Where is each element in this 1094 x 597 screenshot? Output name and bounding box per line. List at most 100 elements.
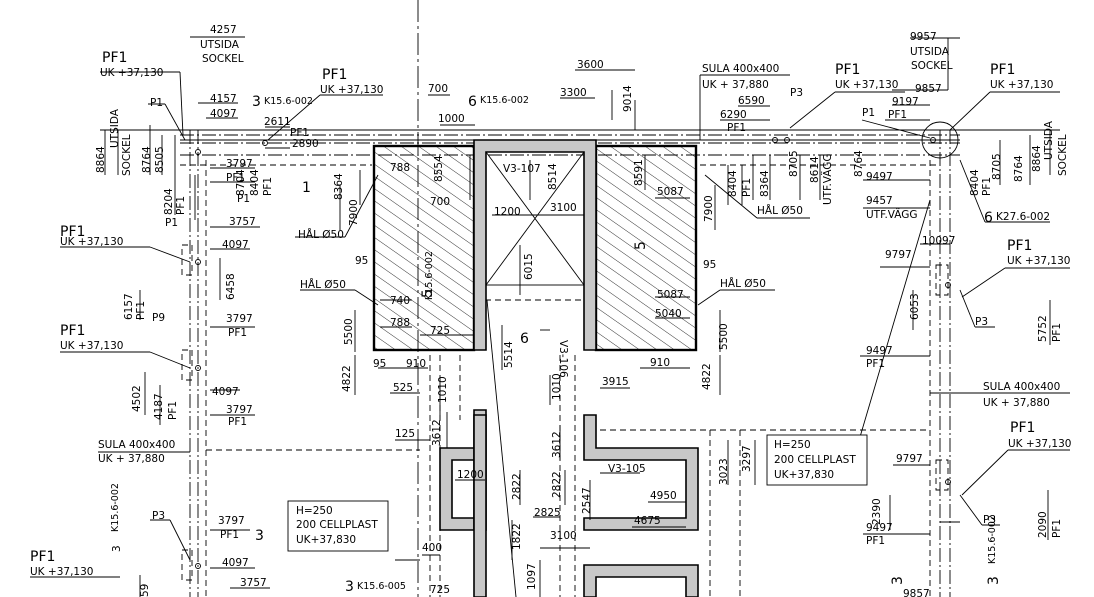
label-pf1-6: PF1 [228,327,247,339]
dim-6157: 6157 [123,293,135,320]
dim-5087: 5087 [657,186,684,198]
dim-8514: 8514 [547,163,559,190]
dim-4822-2: 4822 [701,363,713,390]
label-pf1-11: PF1 [727,122,746,134]
label-utsida: UTSIDA [200,39,240,51]
dim-4502: 4502 [131,385,143,412]
dim-725: 725 [430,325,450,337]
dim-125: 125 [395,428,415,440]
dim-3612-2: 3612 [551,431,563,458]
dim-8404-3: 8404 [969,169,981,196]
dim-700-top: 700 [428,83,448,95]
dim-8554: 8554 [433,155,445,182]
dim-8764-2: 8764 [853,150,865,177]
label-utsida-v: UTSIDA [109,108,121,148]
label-uk-37880: UK + 37,880 [98,453,165,465]
ref-k156-002-r: K15.6-002 [987,515,998,564]
structure [372,139,699,597]
label-v3-107: V3-107 [503,163,541,175]
label-uk-37130-9: UK +37,130 [1008,438,1071,450]
label-pf1-4: PF1 [226,172,245,184]
box-height-text-2: H=250 [774,439,811,451]
dim-6458: 6458 [225,273,237,300]
dim-59: 59 [139,584,151,597]
dim-95: 95 [355,255,368,267]
dim-700: 700 [430,196,450,208]
annotation-box-left: H=250 200 CELLPLAST UK+37,830 [287,500,389,552]
dim-1010: 1010 [437,376,449,403]
dim-1097: 1097 [526,563,538,590]
dim-9857: 9857 [915,83,942,95]
label-pf1-16: PF1 [866,358,885,370]
label-utsida-2: UTSIDA [910,46,950,58]
dim-8764: 8764 [141,146,153,173]
section-ref-3c: 3 [345,579,354,595]
dim-4257: 4257 [210,24,237,36]
dim-8705: 8705 [788,150,800,177]
label-pf1-v7: PF1 [1051,323,1063,342]
label-p3-2: P3 [790,87,803,99]
box-level-text: UK+37,830 [296,534,356,546]
dim-9197: 9197 [892,96,919,108]
dim-4097-3: 4097 [212,386,239,398]
dim-3797-3: 3797 [226,404,253,416]
label-pf1-13: PF1 [888,109,907,121]
dim-3100: 3100 [550,202,577,214]
dim-3297: 3297 [741,445,753,472]
dim-910-2: 910 [650,357,670,369]
dim-4187: 4187 [153,393,165,420]
label-pf1-v2: PF1 [262,177,274,196]
label-pf1-v5: PF1 [741,178,753,197]
box-height-text: H=250 [296,505,333,517]
section-ref-3f: 3 [890,576,906,585]
label-pf1-9: PF1 [220,529,239,541]
label-uk-37130-4: UK +37,130 [60,340,123,352]
label-p3-3: P3 [975,316,988,328]
label-pf1-v8: PF1 [1051,519,1063,538]
dim-9797: 9797 [885,249,912,261]
dim-6590: 6590 [738,95,765,107]
label-pf1-v3: PF1 [135,301,147,320]
dim-3023: 3023 [718,458,730,485]
dim-8364: 8364 [333,173,345,200]
dim-8864: 8864 [95,146,107,173]
dim-9957: 9957 [910,31,937,43]
label-pf1-v6: PF1 [981,177,993,196]
dim-3300: 3300 [560,87,587,99]
dim-95-2: 95 [373,358,386,370]
label-utf-vagg-v: UTF.VÄGG [821,153,834,205]
label-uk-37130-8: UK +37,130 [1007,255,1070,267]
label-pf1-10: PF1 [30,549,55,565]
dim-9497-3: 9497 [866,522,893,534]
box-insulation-text-2: 200 CELLPLAST [774,454,856,466]
dim-4097-2: 4097 [222,239,249,251]
drawing-labels: 4257 UTSIDA SOCKEL PF1 UK +37,130 P1 415… [30,24,1071,597]
section-ref-5: 5 [420,289,436,298]
dim-740: 740 [390,295,410,307]
label-pf1-v4: PF1 [167,401,179,420]
dim-1200: 1200 [494,206,521,218]
dim-3915: 3915 [602,376,629,388]
dim-2890: 2890 [292,138,319,150]
dim-2390: 2390 [871,498,883,525]
dim-9857-b: 9857 [903,588,930,597]
label-uk-37880-2: UK + 37,880 [702,79,769,91]
dim-2822: 2822 [511,473,523,500]
dim-400: 400 [422,542,442,554]
dim-788-2: 788 [390,317,410,329]
dim-5500: 5500 [343,318,355,345]
label-pf1-8: PF1 [228,416,247,428]
label-utf-vagg: UTF.VÄGG [866,208,918,221]
label-p1: P1 [150,97,163,109]
dim-2825: 2825 [534,507,561,519]
label-v3-106: V3-106 [557,340,569,378]
dim-95-3: 95 [703,259,716,271]
label-sula-2: SULA 400x400 [702,63,779,75]
section-ref-3e: 3 [986,576,1002,585]
label-pf1-18: PF1 [866,535,885,547]
label-hal-50: HÅL Ø50 [298,228,344,241]
dim-5040: 5040 [655,308,682,320]
dim-2822-2: 2822 [551,471,563,498]
label-pf1-12: PF1 [835,62,860,78]
